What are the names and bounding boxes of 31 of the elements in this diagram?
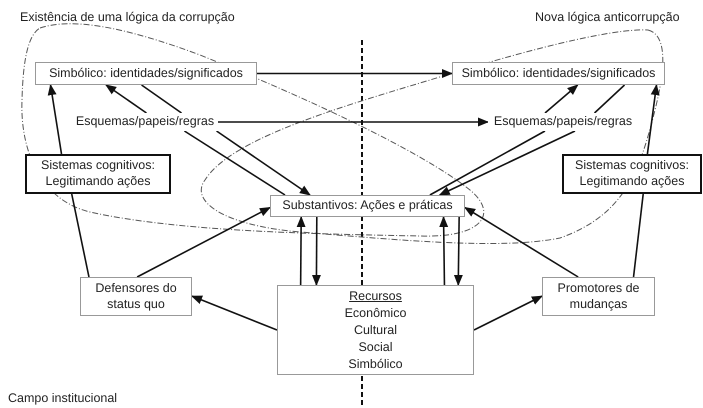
arrow (48, 84, 62, 154)
arrow (216, 130, 311, 196)
promoters-box: Promotores de mudanças (542, 277, 655, 316)
resource-item: Simbólico (348, 356, 403, 372)
region-title: Existência de uma lógica da corrupção (20, 10, 235, 24)
resource-item: Social (358, 338, 393, 356)
symbolic-box: Simbólico: identidades/significados (35, 62, 257, 85)
arrow (105, 84, 147, 114)
region-title: Nova lógica anticorrupção (535, 10, 680, 24)
arrow (454, 216, 463, 286)
defenders-box: Defensores do status quo (80, 277, 192, 316)
cognitive-systems-box: Sistemas cognitivos: Legitimando ações (562, 154, 702, 194)
arrow (190, 295, 278, 331)
field-title: Campo institucional (8, 391, 118, 405)
arrow (136, 206, 271, 278)
symbolic-box: Simbólico: identidades/significados (452, 62, 665, 85)
arrow (218, 118, 490, 126)
arrow (296, 216, 306, 285)
arrow (257, 69, 454, 78)
arrow (439, 216, 448, 286)
arrow (646, 84, 660, 154)
arrow (474, 295, 543, 331)
heading: Recursos (349, 288, 402, 304)
resource-item: Cultural (354, 322, 398, 338)
arrow (544, 84, 579, 114)
arrow (312, 217, 321, 286)
cognitive-systems-box: Sistemas cognitivos: Legitimando ações (25, 154, 171, 194)
arrow (464, 206, 579, 278)
resource-item: Econômico (344, 304, 406, 322)
substantive-box: Substantivos: Ações e práticas (270, 195, 465, 217)
arrow (438, 130, 576, 196)
